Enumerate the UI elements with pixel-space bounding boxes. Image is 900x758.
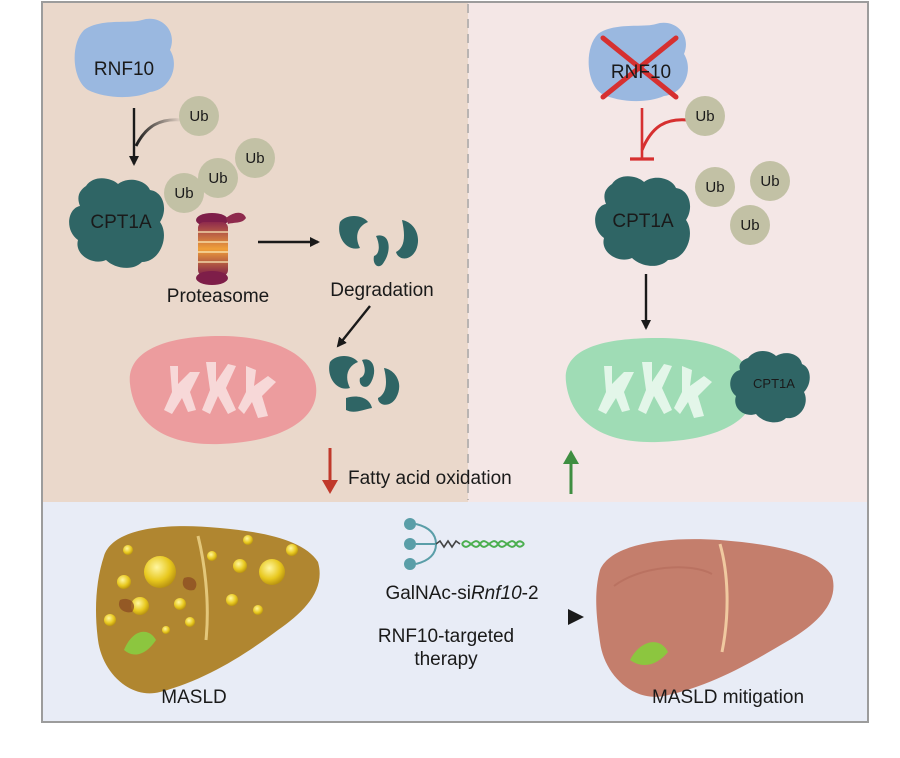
fatty-acid-oxidation-label: Fatty acid oxidation — [348, 468, 512, 489]
knockout-cross-icon — [600, 35, 679, 100]
ubiquitin-label-left-1: Ub — [189, 108, 209, 125]
cpt1a-label-left: CPT1A — [90, 212, 152, 233]
healthy-liver-illustration — [596, 539, 834, 697]
galnac-sirna-icon — [404, 518, 525, 570]
proteasome-icon — [196, 212, 246, 285]
cpt1a-protein-on-mito — [730, 351, 810, 423]
ubiquitin-label-right-1: Ub — [695, 108, 715, 125]
degradation-label: Degradation — [330, 280, 434, 301]
cpt1a-protein-left — [69, 178, 165, 268]
rnf10-knockout-label: RNF10 — [610, 62, 672, 83]
down-arrow-icon — [322, 448, 338, 494]
rnf10-knockout-blob — [588, 22, 688, 102]
ubiquitin-label-right-4: Ub — [740, 217, 760, 234]
masld-mitigation-label: MASLD mitigation — [651, 687, 805, 708]
therapy-arrowhead — [568, 609, 584, 625]
drug-prefix: GalNAc-si — [385, 583, 471, 604]
ubiquitin-label-right-3: Ub — [760, 173, 780, 190]
rnf10-blob — [74, 18, 174, 98]
mitochondrion-red — [129, 336, 317, 445]
cpt1a-label-right: CPT1A — [612, 211, 674, 232]
cpt1a-mito-label: CPT1A — [753, 376, 795, 391]
drug-suffix: -2 — [521, 583, 539, 604]
ubiquitin-label-left-4: Ub — [174, 185, 194, 202]
figure-border — [41, 1, 869, 723]
masld-label: MASLD — [161, 687, 227, 708]
ubiquitin-blocked-curve — [640, 118, 689, 151]
rnf10-label: RNF10 — [93, 59, 155, 80]
degraded-fragments-bottom — [329, 356, 400, 412]
ubiquitin-label-left-3: Ub — [208, 170, 228, 187]
ubiquitin-group-left — [164, 96, 275, 213]
diseased-liver-illustration — [96, 526, 320, 694]
ubiquitin-label-right-2: Ub — [705, 179, 725, 196]
ubiquitin-group-right — [685, 96, 790, 245]
drug-gene: Rnf10 — [470, 583, 522, 604]
mitochondrion-green — [565, 338, 755, 443]
therapy-label-line1: RNF10-targeted — [377, 626, 515, 647]
degraded-fragments-top — [339, 216, 419, 267]
ubiquitin-transfer-curve — [134, 118, 183, 147]
degradation-to-mito-arrow — [336, 305, 371, 348]
proteasome-label: Proteasome — [166, 286, 270, 307]
cpt1a-protein-right — [595, 176, 691, 266]
up-arrow-icon — [563, 450, 579, 494]
ubiquitin-label-left-2: Ub — [245, 150, 265, 167]
therapy-label-line2: therapy — [414, 649, 478, 670]
drug-name-label: GalNAc-siRnf10-2 — [385, 583, 538, 605]
